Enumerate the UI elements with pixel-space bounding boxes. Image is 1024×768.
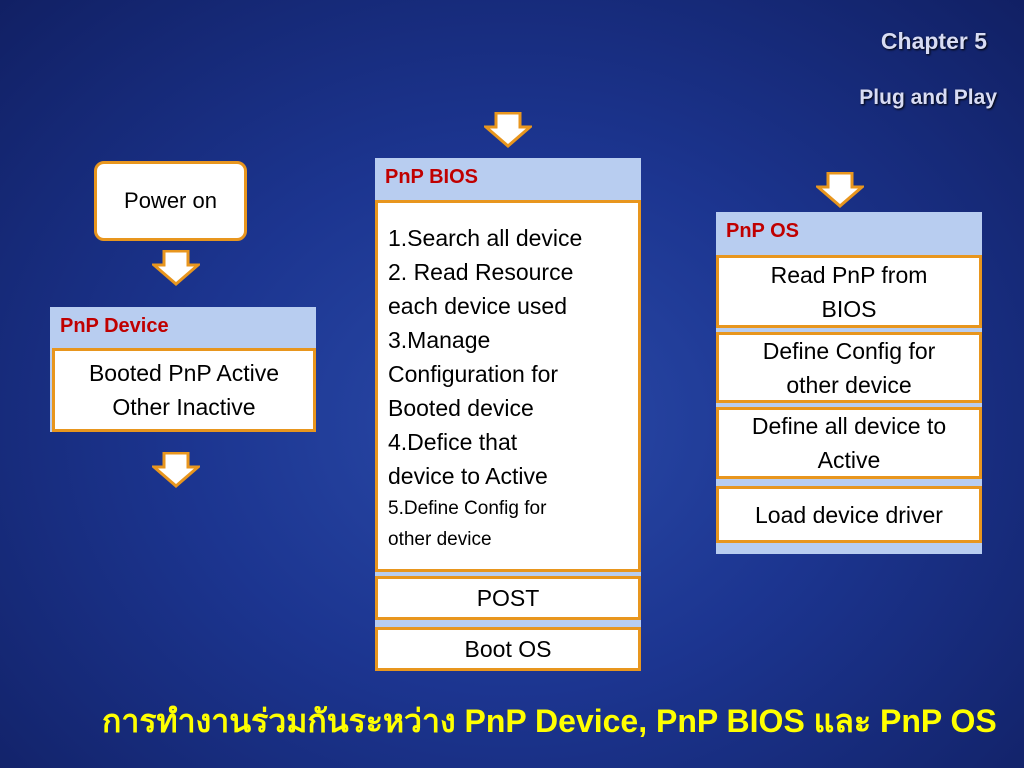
pnp-os-item-line: other device — [786, 371, 912, 398]
pnp-os-item-line: Define Config for — [762, 337, 936, 364]
pnp-os-item-line: BIOS — [821, 295, 877, 322]
boot-os-box: Boot OS — [375, 627, 641, 671]
pnp-os-item: Load device driver — [716, 486, 982, 543]
bios-step: Booted device — [388, 395, 534, 421]
slide-title: Plug and Play — [859, 86, 997, 109]
pnp-os-item-line: Active — [817, 447, 881, 473]
pnp-os-item: Define all device to Active — [716, 407, 982, 479]
down-arrow-icon — [152, 250, 200, 286]
chapter-label: Chapter 5 — [880, 28, 987, 54]
pnp-device-box: Booted PnP Active Other Inactive — [52, 348, 316, 432]
power-on-box: Power on — [94, 161, 247, 241]
bios-step: 3.Manage — [388, 327, 491, 353]
power-on-label: Power on — [124, 188, 217, 213]
bios-step: device to Active — [388, 463, 548, 489]
post-label: POST — [476, 585, 540, 611]
pnp-bios-steps-box: 1.Search all device 2. Read Resource eac… — [375, 200, 641, 572]
pnp-os-item-line: Read PnP from — [770, 261, 928, 288]
down-arrow-icon — [152, 452, 200, 488]
bios-step: 5.Define Config for — [388, 498, 547, 519]
post-box: POST — [375, 576, 641, 620]
down-arrow-icon — [484, 112, 532, 148]
pnp-os-item-line: Load device driver — [755, 501, 943, 528]
pnp-bios-title: PnP BIOS — [385, 166, 478, 188]
bios-step: 2. Read Resource — [388, 259, 574, 285]
bios-step: Configuration for — [388, 361, 559, 387]
pnp-os-item: Define Config for other device — [716, 332, 982, 403]
boot-os-label: Boot OS — [464, 636, 552, 662]
bios-step: 4.Defice that — [388, 429, 518, 455]
pnp-os-title: PnP OS — [726, 220, 799, 242]
bios-step: other device — [388, 529, 492, 550]
pnp-device-title: PnP Device — [60, 315, 169, 337]
bios-step: each device used — [388, 293, 568, 319]
pnp-os-item-line: Define all device to — [751, 413, 947, 439]
pnp-os-item: Read PnP from BIOS — [716, 255, 982, 328]
pnp-device-line: Other Inactive — [112, 394, 256, 420]
down-arrow-icon — [816, 172, 864, 208]
bios-step: 1.Search all device — [388, 225, 583, 251]
pnp-device-line: Booted PnP Active — [88, 360, 280, 386]
footer-caption: การทำงานร่วมกันระหว่าง PnP Device, PnP B… — [102, 703, 997, 739]
